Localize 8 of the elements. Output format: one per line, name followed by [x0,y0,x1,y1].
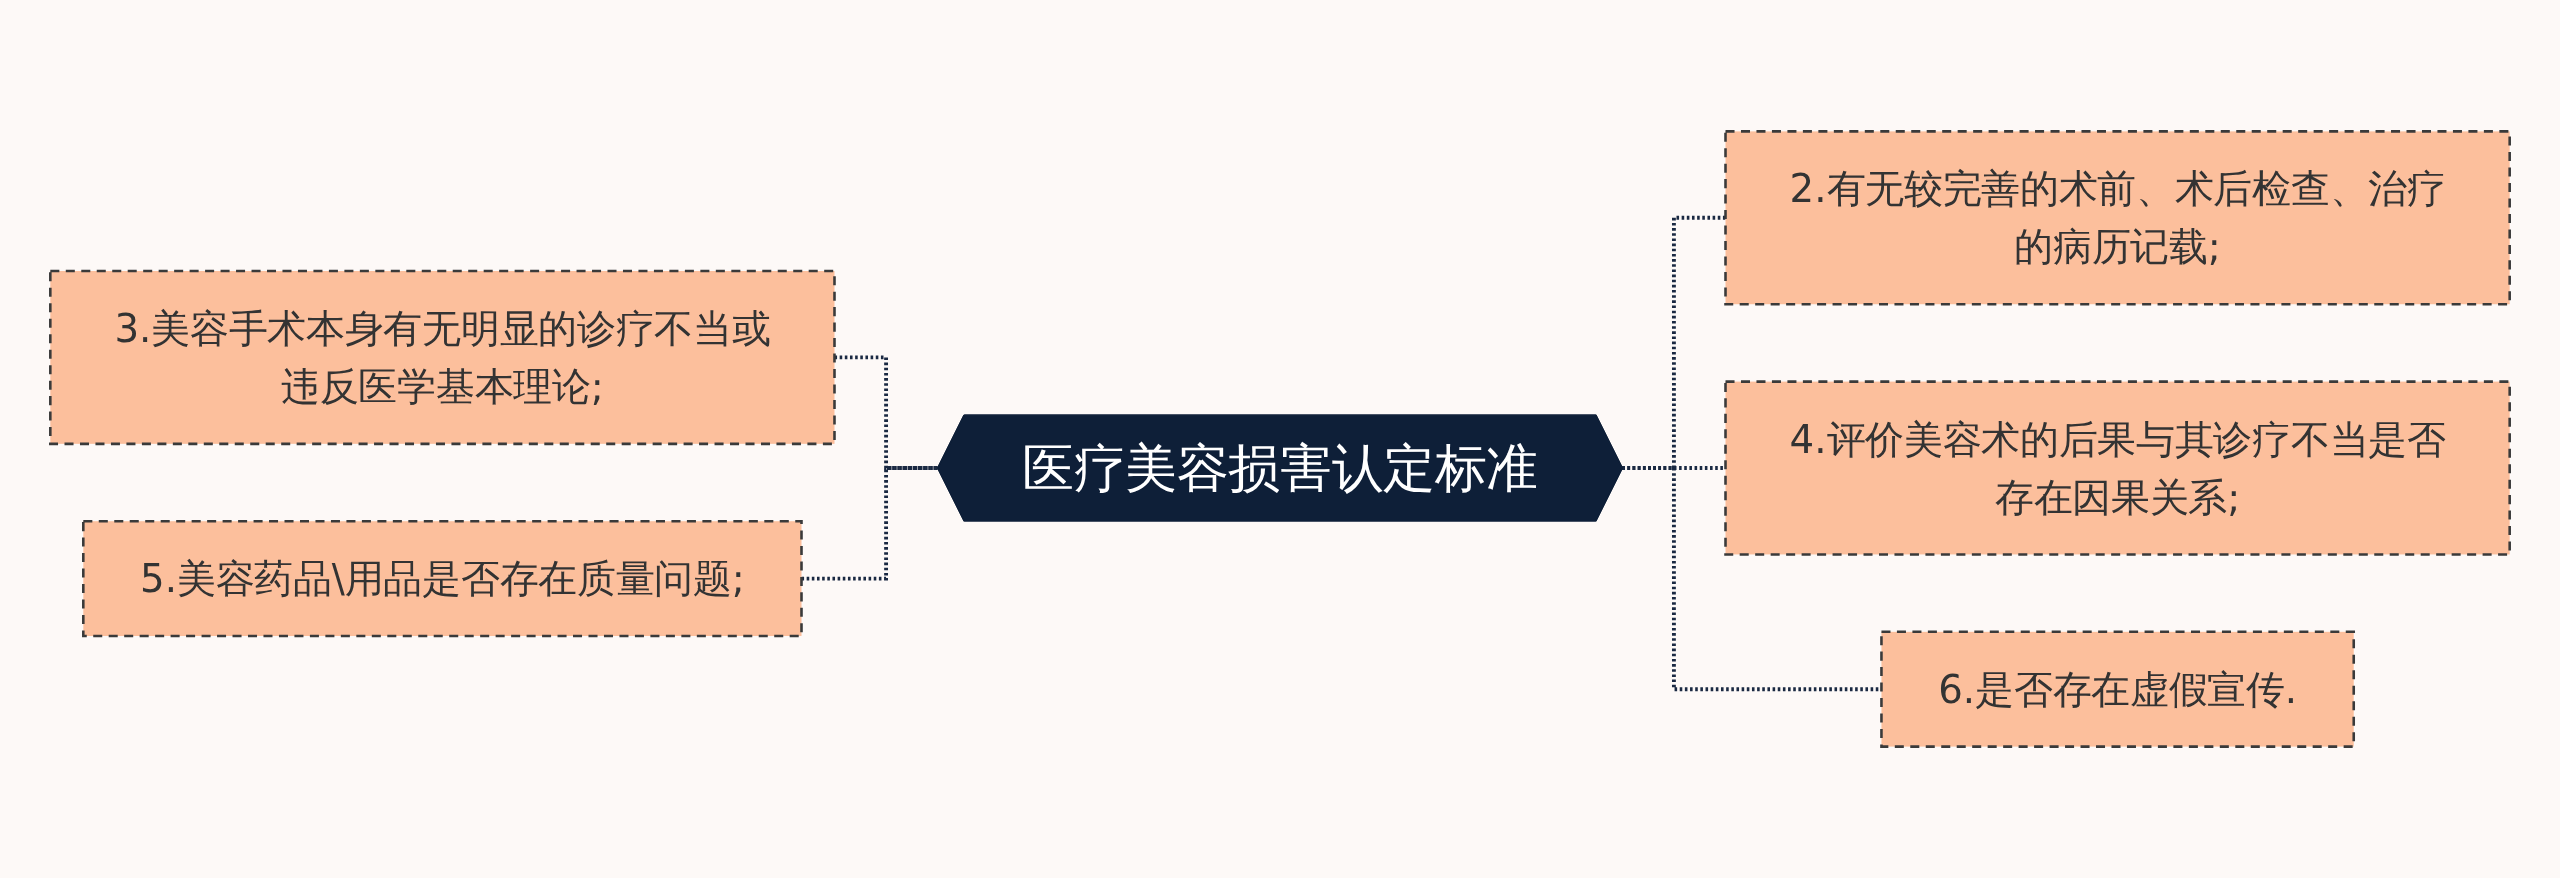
text-box: 3.美容手术本身有无明显的诊疗不当或违反医学基本理论; [49,269,836,446]
text-box: 5.美容药品\用品是否存在质量问题; [82,519,803,638]
text-box: 2.有无较完善的术前、术后检查、治疗的病历记载; [1724,130,2511,306]
topic-hexagon: 医疗美容损害认定标准 [937,414,1623,522]
connector-line [801,466,938,581]
text-box: 6.是否存在虚假宣传. [1880,630,2355,748]
text-box: 4.评价美容术的后果与其诊疗不当是否存在因果关系; [1724,380,2511,556]
connector-line [834,355,938,470]
